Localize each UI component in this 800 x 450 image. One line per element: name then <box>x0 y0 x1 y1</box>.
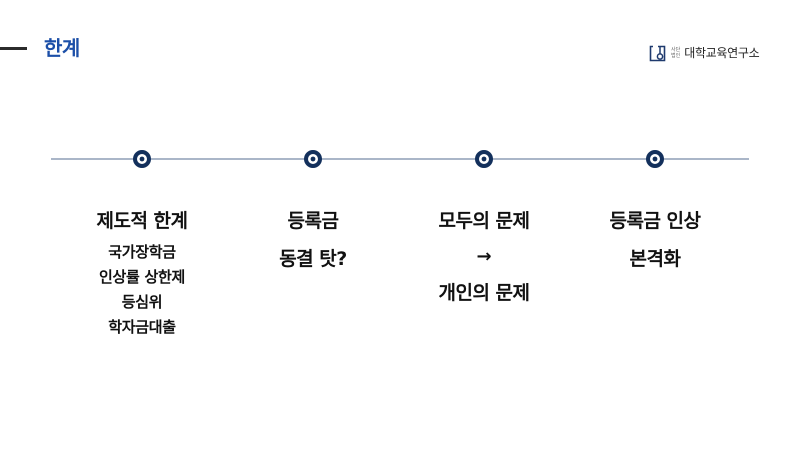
arrow-right-icon: → <box>476 246 492 267</box>
timeline-marker-2 <box>303 149 323 169</box>
timeline-marker-3 <box>474 149 494 169</box>
timeline-item-title: 등록금 인상 <box>609 210 701 232</box>
timeline-item-institutional-limits: 제도적 한계 국가장학금 인상률 상한제 등심위 학자금대출 <box>57 202 227 340</box>
timeline-item-title: 모두의 문제 <box>438 210 530 232</box>
logo-name: 대학교육연구소 <box>684 46 760 60</box>
timeline-item-title: 등록금 <box>287 210 339 232</box>
timeline-marker-1 <box>132 149 152 169</box>
timeline-item-tuition-increase: 등록금 인상 본격화 <box>570 202 740 278</box>
timeline-item-title: 동결 탓? <box>279 248 347 270</box>
ring-marker-icon <box>133 150 151 168</box>
page-title: 한계 <box>44 36 80 60</box>
institute-logo-icon <box>649 45 666 61</box>
timeline-item-detail: 등심위 <box>121 293 163 311</box>
logo-subtitle-line: 법인 <box>671 53 681 59</box>
header-accent-bar <box>0 47 27 50</box>
logo-subtitle: 사단 법인 <box>671 47 680 59</box>
timeline-item-title: 제도적 한계 <box>96 210 188 232</box>
timeline-line <box>51 158 749 160</box>
ring-marker-icon <box>475 150 493 168</box>
timeline-marker-4 <box>645 149 665 169</box>
institute-logo: 사단 법인 대학교육연구소 <box>649 42 760 64</box>
timeline-item-title: 본격화 <box>629 248 681 270</box>
timeline-item-detail: 인상률 상한제 <box>99 268 185 286</box>
timeline-item-detail: 국가장학금 <box>108 243 176 261</box>
timeline-item-detail: 학자금대출 <box>108 318 176 336</box>
timeline-item-title: 개인의 문제 <box>438 282 530 304</box>
ring-marker-icon <box>304 150 322 168</box>
logo-subtitle-line: 사단 <box>671 47 681 53</box>
timeline-item-shared-to-individual: 모두의 문제 → 개인의 문제 <box>399 202 569 312</box>
ring-marker-icon <box>646 150 664 168</box>
timeline-item-tuition-freeze: 등록금 동결 탓? <box>228 202 398 278</box>
